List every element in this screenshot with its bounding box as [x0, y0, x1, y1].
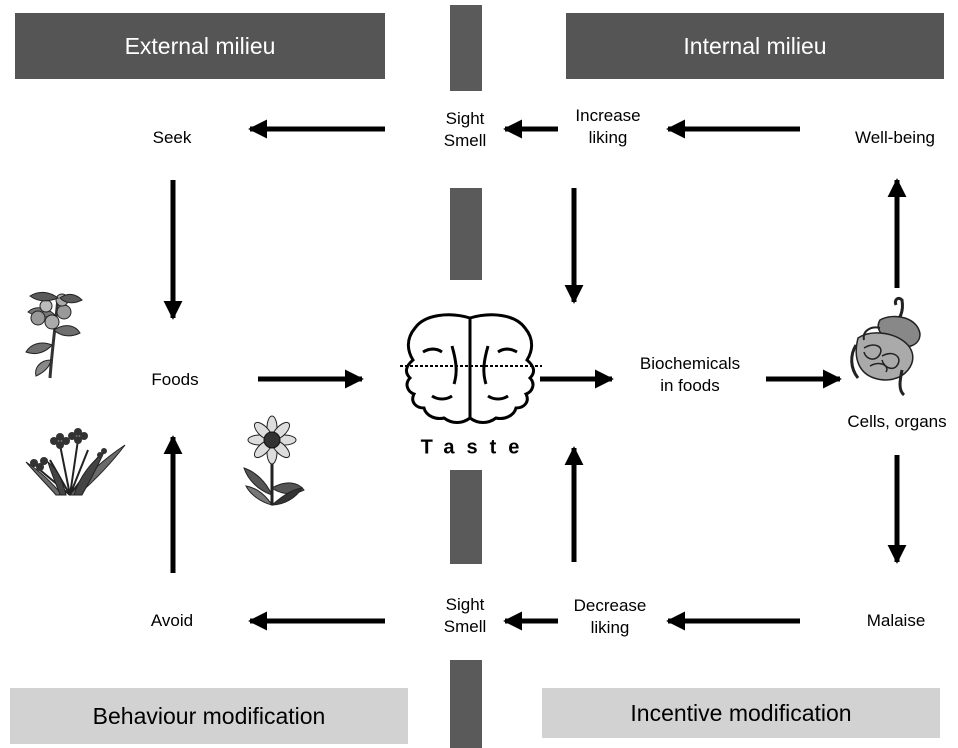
wellbeing-label: Well-being: [854, 128, 936, 147]
sight-smell-top: Sight Smell: [444, 108, 487, 152]
external-milieu-header: External milieu: [15, 13, 385, 79]
smell-top-label: Smell: [443, 131, 487, 150]
foods-label: Foods: [151, 370, 199, 389]
taste-label: Taste: [420, 436, 532, 459]
increase-label: Increase: [575, 106, 641, 125]
smell-bottom-label: Smell: [443, 617, 487, 636]
plant-grass-flowers-icon: [25, 428, 126, 496]
biochemicals-label: Biochemicals: [639, 354, 741, 373]
liking-bottom-label: liking: [590, 618, 630, 637]
malaise-label: Malaise: [866, 611, 926, 630]
liking-top-label: liking: [588, 128, 628, 147]
sight-top-label: Sight: [445, 109, 485, 128]
increase-liking: Increase liking: [575, 105, 640, 149]
decrease-liking: Decrease liking: [574, 595, 647, 639]
seek-label: Seek: [152, 128, 192, 147]
sight-bottom-label: Sight: [445, 595, 485, 614]
cells-organs-label: Cells, organs: [847, 412, 947, 431]
in-foods-label: in foods: [660, 376, 720, 395]
two-faces-icon: [404, 313, 536, 424]
divider-bar-lower: [450, 470, 482, 564]
avoid-label: Avoid: [150, 611, 194, 630]
plant-berries-icon: [25, 291, 83, 379]
sight-smell-bottom: Sight Smell: [444, 594, 487, 638]
sunflower-icon: [243, 415, 305, 506]
behaviour-modification-header: Behaviour modification: [10, 688, 408, 744]
biochemicals-in-foods: Biochemicals in foods: [640, 353, 740, 397]
divider-bar-bottom: [450, 660, 482, 748]
divider-bar-upper: [450, 188, 482, 280]
digestive-organs-icon: [850, 296, 921, 397]
internal-milieu-header: Internal milieu: [566, 13, 944, 79]
divider-bar-top: [450, 5, 482, 91]
decrease-label: Decrease: [573, 596, 647, 615]
incentive-modification-header: Incentive modification: [542, 688, 940, 738]
